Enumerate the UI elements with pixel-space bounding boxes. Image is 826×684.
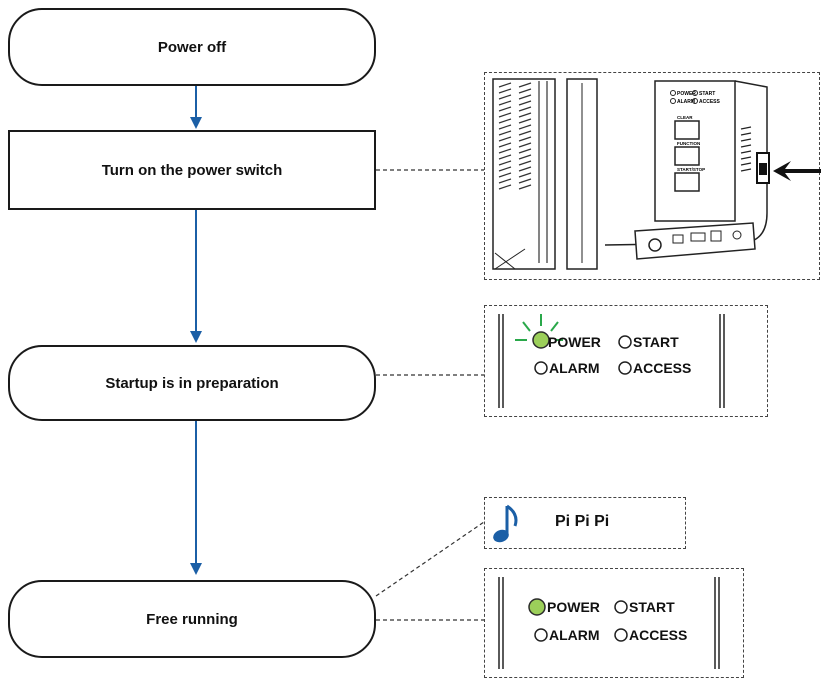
arrowhead-2 (190, 331, 202, 343)
device-led-power-text: POWER (677, 91, 696, 97)
leader-sound (375, 521, 485, 597)
step-power-off-label: Power off (157, 38, 227, 56)
blink-rays-icon (515, 314, 563, 341)
step-turn-on-switch: Turn on the power switch (8, 130, 376, 210)
led-start-label: START (633, 334, 679, 350)
arrowhead-3 (190, 563, 202, 575)
step-turn-on-switch-label: Turn on the power switch (101, 161, 283, 179)
arrowhead-1 (190, 117, 202, 129)
alarm-led-icon (534, 628, 548, 642)
device-btn-function-text: FUNCTION (677, 141, 700, 146)
access-led-icon (618, 361, 632, 375)
power-led-blinking-icon (532, 331, 550, 349)
sound-label: Pi Pi Pi (555, 513, 610, 530)
device-illustration-panel: POWER START ALARM ACCESS CLEAR FUNCTION … (484, 72, 821, 280)
device-btn-startstop-text: START/STOP (677, 167, 705, 172)
step-startup-preparation: Startup is in preparation (8, 345, 376, 421)
led-panel-startup: POWER START ALARM ACCESS (484, 305, 768, 417)
music-note-icon (493, 504, 518, 543)
led-power-label: POWER (548, 334, 601, 350)
start-led-icon (614, 600, 628, 614)
led-access-label: ACCESS (633, 360, 691, 376)
led-panel-startup-graphic: POWER START ALARM ACCESS (498, 314, 725, 408)
step-power-off: Power off (8, 8, 376, 86)
start-led-icon (618, 335, 632, 349)
access-led-icon (614, 628, 628, 642)
pointer-arrow-icon (773, 161, 821, 181)
led-start-label: START (629, 599, 675, 615)
step-free-running: Free running (8, 580, 376, 658)
device-illustration: POWER START ALARM ACCESS CLEAR FUNCTION … (492, 78, 821, 270)
led-panel-running-graphic: POWER START ALARM ACCESS (498, 577, 720, 669)
led-alarm-label: ALARM (549, 360, 600, 376)
power-led-on-icon (528, 598, 546, 616)
led-panel-running: POWER START ALARM ACCESS (484, 568, 744, 678)
step-free-running-label: Free running (146, 610, 238, 628)
led-access-label: ACCESS (629, 627, 687, 643)
sound-panel: Pi Pi Pi (484, 497, 686, 549)
device-led-start-text: START (699, 91, 715, 97)
led-alarm-label: ALARM (549, 627, 600, 643)
alarm-led-icon (534, 361, 548, 375)
device-led-alarm-text: ALARM (677, 99, 695, 105)
step-startup-preparation-label: Startup is in preparation (105, 374, 279, 392)
device-btn-clear-text: CLEAR (677, 115, 693, 120)
device-led-access-text: ACCESS (699, 99, 721, 105)
led-power-label: POWER (547, 599, 600, 615)
